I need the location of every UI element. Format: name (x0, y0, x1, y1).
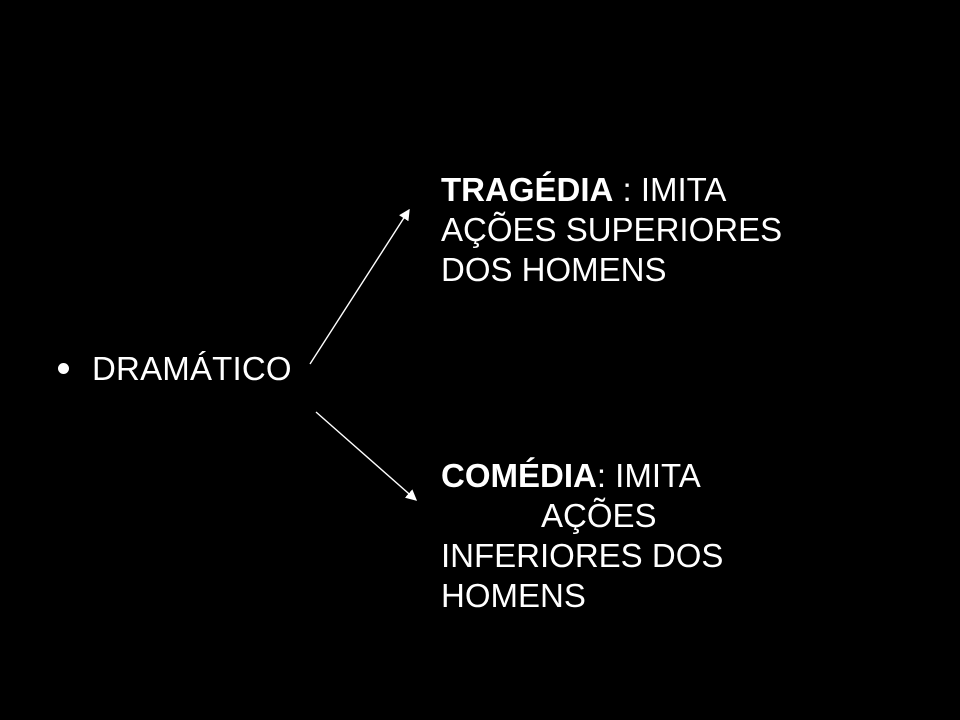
tragedia-separator: : IMITA (613, 171, 727, 208)
comedia-line-2: AÇÕES (541, 497, 657, 534)
comedia-term: COMÉDIA (441, 457, 597, 494)
bullet-dramatico: DRAMÁTICO (58, 352, 292, 385)
bullet-label: DRAMÁTICO (92, 350, 292, 387)
tragedia-term: TRAGÉDIA (441, 171, 614, 208)
tragedia-line-2: AÇÕES SUPERIORES (441, 211, 783, 248)
comedia-separator: : IMITA (596, 457, 701, 494)
arrow-to-tragedia (309, 208, 410, 365)
branch-tragedia: TRAGÉDIA : IMITA AÇÕES SUPERIORES DOS HO… (441, 170, 782, 290)
tragedia-line-1: TRAGÉDIA : IMITA (441, 170, 782, 210)
comedia-line-3: INFERIORES DOS (441, 537, 724, 574)
branch-comedia: COMÉDIA: IMITA AÇÕES INFERIORES DOS HOME… (441, 456, 723, 616)
comedia-line-1: COMÉDIA: IMITA (441, 456, 723, 496)
bullet-icon (58, 363, 69, 374)
arrow-to-comedia (315, 411, 418, 501)
comedia-line-4: HOMENS (441, 577, 586, 614)
tragedia-line-3: DOS HOMENS (441, 251, 667, 288)
